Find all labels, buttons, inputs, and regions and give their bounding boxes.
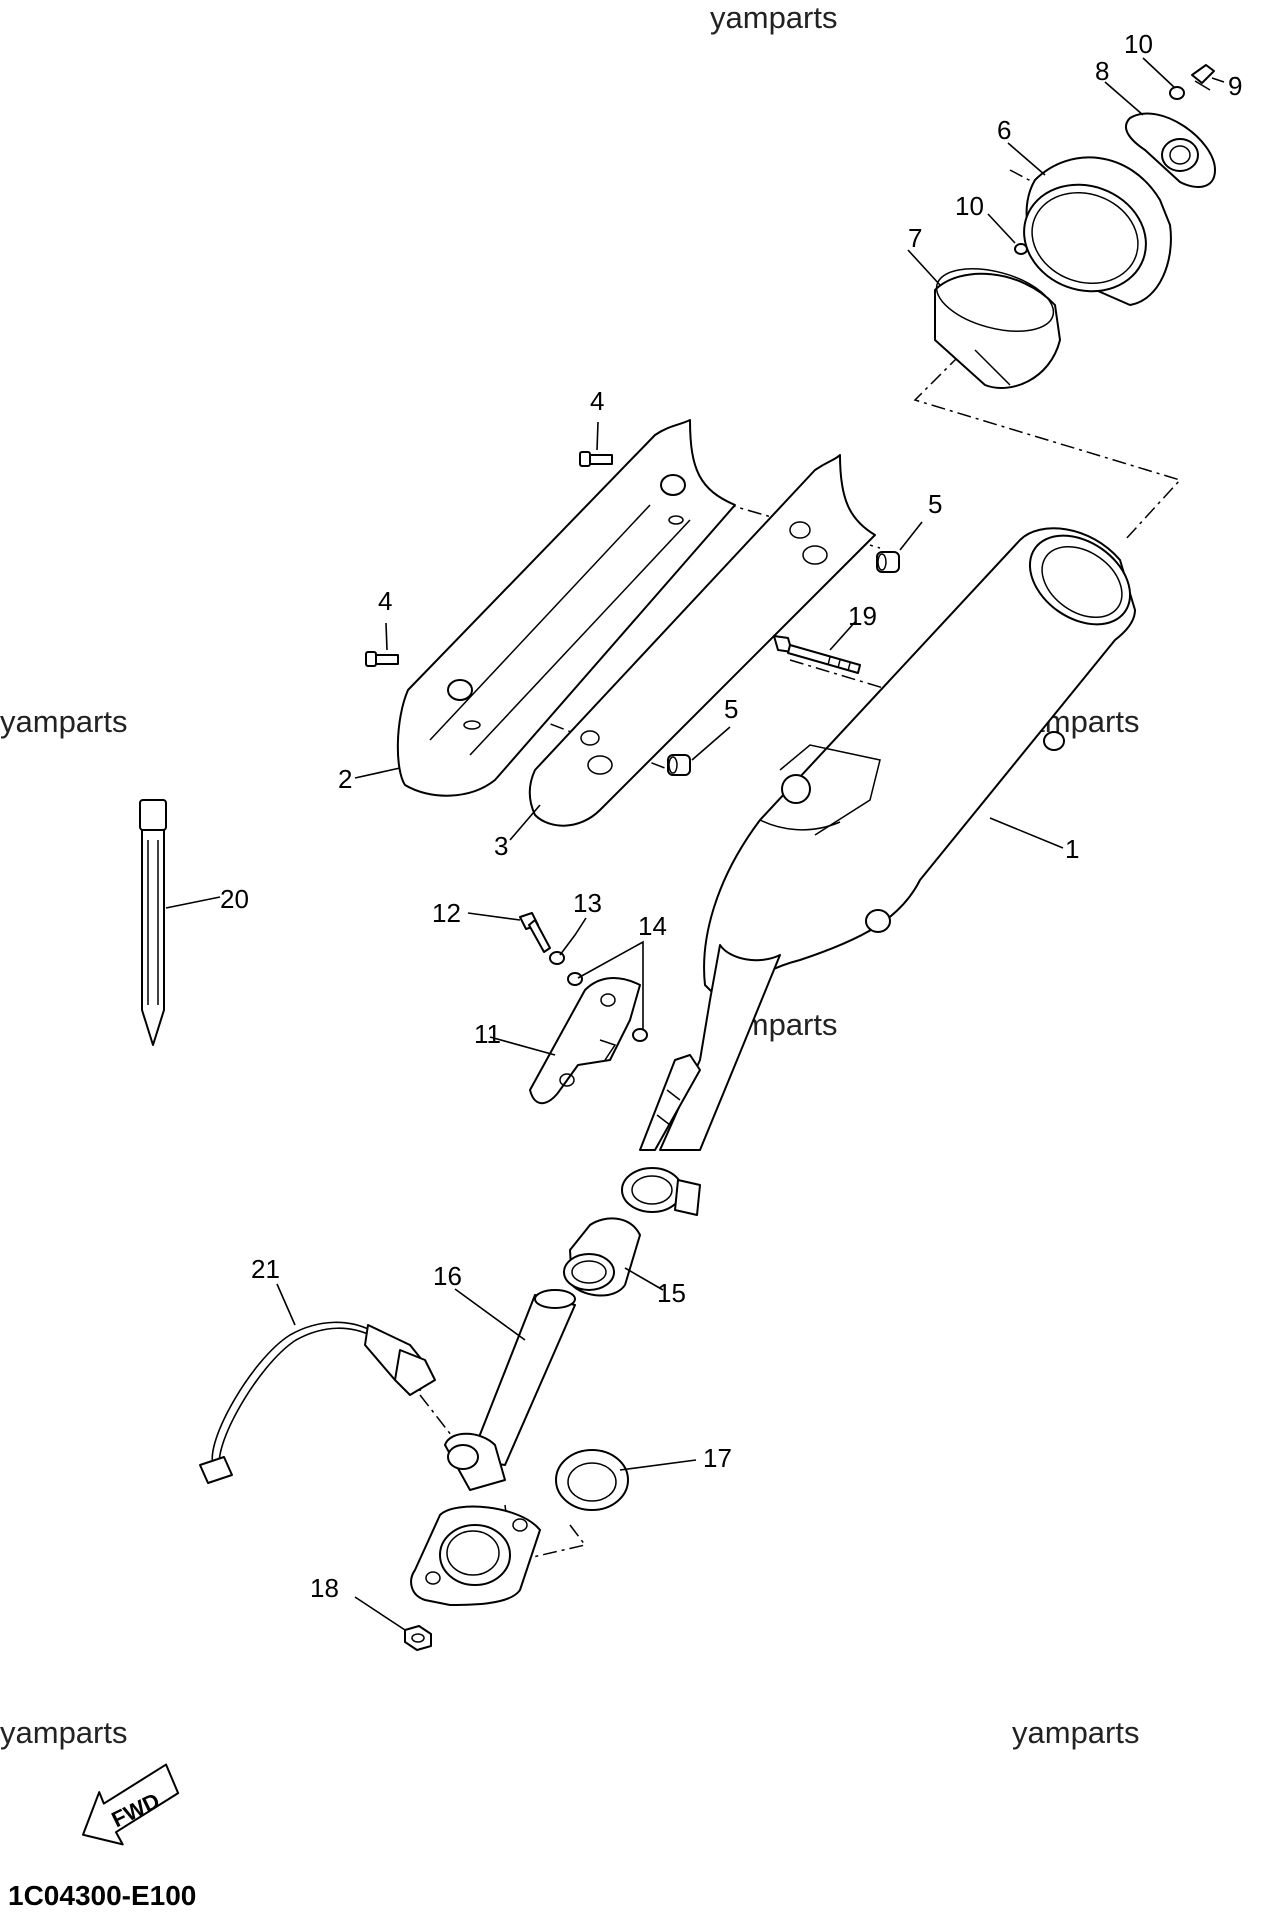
oxygen-sensor-part-21[interactable] — [199, 1321, 436, 1484]
callout-15: 15 — [657, 1278, 686, 1308]
watermark-top: yamparts — [710, 0, 837, 35]
screw-part-4-lower[interactable] — [365, 651, 399, 667]
callout-5-lower: 5 — [724, 694, 738, 724]
screw-part-9[interactable] — [1191, 64, 1215, 91]
callout-1: 1 — [1065, 834, 1079, 864]
callout-10-lower: 10 — [955, 191, 984, 221]
callout-11: 11 — [474, 1019, 501, 1049]
washer-part-14-b[interactable] — [632, 1028, 648, 1042]
callout-6: 6 — [997, 115, 1011, 145]
watermark-left: yamparts — [0, 704, 127, 739]
watermark-bottom-left: yamparts — [0, 1715, 127, 1750]
screw-part-4-upper[interactable] — [579, 451, 613, 467]
washer-part-14-a[interactable] — [567, 972, 583, 986]
gasket-part-17[interactable] — [555, 1449, 629, 1511]
sleeve-part-15[interactable] — [563, 1217, 641, 1297]
grommet-part-5-upper[interactable] — [876, 551, 900, 573]
heat-protector-part-2[interactable] — [396, 419, 736, 797]
watermark-bottom-right: yamparts — [1012, 1715, 1139, 1750]
heat-protector-part-3[interactable] — [528, 454, 876, 827]
callout-16: 16 — [433, 1261, 462, 1291]
leader-lines — [165, 57, 1225, 1631]
callout-3: 3 — [494, 831, 508, 861]
callout-4-upper: 4 — [590, 386, 604, 416]
callout-7: 7 — [908, 223, 922, 253]
callout-20: 20 — [220, 884, 249, 914]
callout-14: 14 — [638, 911, 667, 941]
end-cap-part-6[interactable] — [1009, 156, 1172, 308]
fwd-arrow-icon: FWD — [81, 1763, 180, 1846]
bracket-part-11[interactable] — [529, 977, 641, 1105]
diagram-code: 1C04300-E100 — [8, 1880, 196, 1911]
callout-17: 17 — [703, 1443, 732, 1473]
callout-5-upper: 5 — [928, 489, 942, 519]
bolt-part-12[interactable] — [519, 912, 551, 953]
nut-part-18[interactable] — [404, 1625, 432, 1651]
callout-4-lower: 4 — [378, 586, 392, 616]
end-plate-part-8[interactable] — [1125, 112, 1216, 188]
callout-2: 2 — [338, 764, 352, 794]
washer-part-13[interactable] — [549, 951, 565, 965]
callout-8: 8 — [1095, 56, 1109, 86]
callout-18: 18 — [310, 1573, 339, 1603]
callout-9: 9 — [1228, 71, 1242, 101]
washer-part-10-upper[interactable] — [1169, 86, 1185, 100]
muffler-part-1[interactable] — [621, 517, 1147, 1216]
callout-12: 12 — [432, 898, 461, 928]
callout-21: 21 — [251, 1254, 280, 1284]
callout-13: 13 — [573, 888, 602, 918]
bolt-part-19[interactable] — [773, 635, 861, 674]
grommet-part-5-lower[interactable] — [667, 754, 691, 776]
callout-10-upper: 10 — [1124, 29, 1153, 59]
callout-19: 19 — [848, 601, 877, 631]
band-part-7[interactable] — [930, 257, 1061, 389]
callout-numbers: 1 2 3 4 4 5 5 6 7 8 9 10 10 11 12 13 14 … — [220, 29, 1242, 1603]
cable-tie-part-20[interactable] — [139, 799, 167, 1046]
exhaust-pipe-part-16[interactable] — [410, 1289, 576, 1606]
